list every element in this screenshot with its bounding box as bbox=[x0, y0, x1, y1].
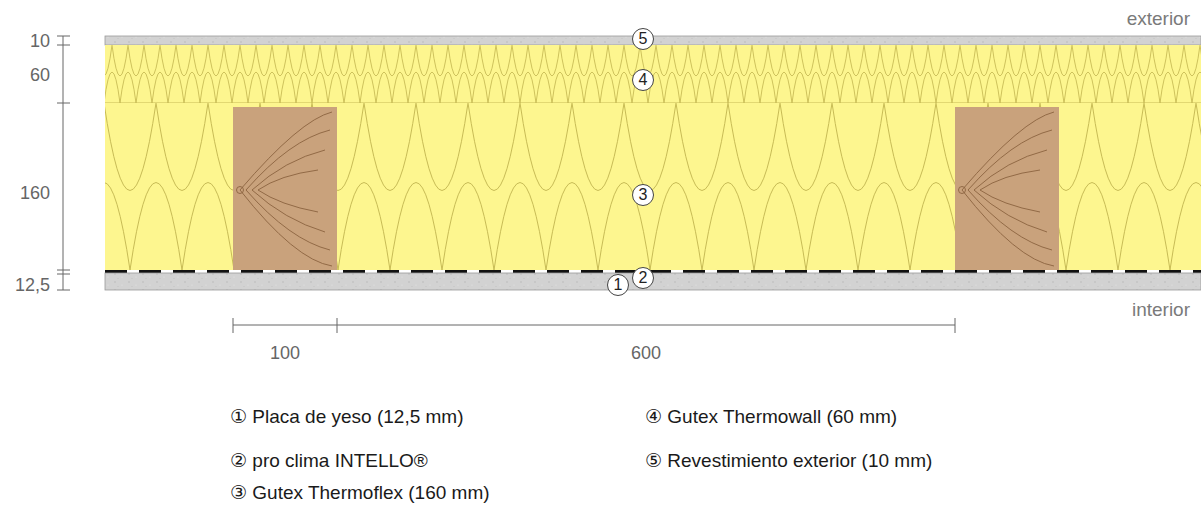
legend-text: ④ Gutex Thermowall (60 mm) bbox=[645, 407, 897, 426]
callout-circle: 5 bbox=[632, 28, 654, 50]
dimension-label: 60 bbox=[30, 66, 50, 84]
callout-circle: 4 bbox=[632, 69, 654, 91]
dimension-label: 160 bbox=[20, 184, 50, 202]
callout-circle: 3 bbox=[632, 184, 654, 206]
dimension-label: 600 bbox=[631, 344, 661, 362]
dimension-line bbox=[57, 36, 70, 290]
legend-text: ① Placa de yeso (12,5 mm) bbox=[230, 407, 464, 426]
dimension-label: 12,5 bbox=[15, 276, 50, 294]
side-label: exterior bbox=[1127, 9, 1190, 28]
dimension-line bbox=[233, 318, 955, 333]
callout-number: 1 bbox=[614, 277, 623, 293]
callout-number: 2 bbox=[639, 270, 648, 286]
legend-text: ③ Gutex Thermoflex (160 mm) bbox=[230, 483, 490, 502]
legend-text: ② pro clima INTELLO® bbox=[230, 451, 428, 470]
dimension-label: 100 bbox=[270, 344, 300, 362]
callout-number: 3 bbox=[639, 187, 648, 203]
timber-stud bbox=[955, 107, 1059, 270]
dimension-label: 10 bbox=[30, 32, 50, 50]
timber-stud bbox=[233, 107, 337, 270]
callout-circle: 1 bbox=[607, 274, 629, 296]
callout-number: 4 bbox=[639, 72, 648, 88]
callout-number: 5 bbox=[639, 31, 648, 47]
legend-text: ⑤ Revestimiento exterior (10 mm) bbox=[645, 451, 932, 470]
side-label: interior bbox=[1132, 300, 1190, 319]
callout-circle: 2 bbox=[632, 267, 654, 289]
